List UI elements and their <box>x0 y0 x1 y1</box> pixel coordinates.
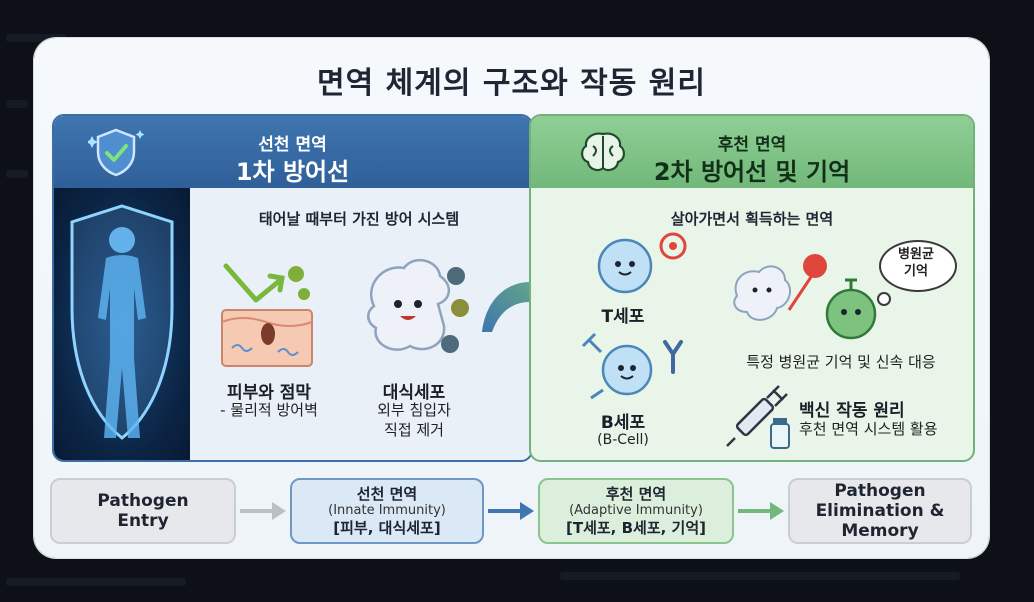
adaptive-subtitle: 살아가면서 획득하는 면역 <box>670 210 834 228</box>
shield-check-icon <box>88 128 144 177</box>
innate-head-line1: 선천 면역 <box>258 135 327 155</box>
flow-step2-items: [피부, 대식세포] <box>333 519 441 537</box>
innate-immunity-panel: 선천 면역 1차 방어선 태어날 때부터 가진 방어 시스템 피부와 점막 - … <box>52 114 533 462</box>
flow-arrow-2 <box>488 502 534 520</box>
adaptive-head-line1: 후천 면역 <box>717 135 787 155</box>
flow-step3-items: [T세포, B세포, 기억] <box>565 519 707 537</box>
flow-arrow-3 <box>738 502 784 520</box>
memory-cells-illustration <box>733 254 877 340</box>
skin-desc: - 물리적 방어벽 <box>220 401 318 419</box>
flow-step3-en: (Adaptive Immunity) <box>569 503 703 518</box>
flow-step-adaptive: 후천 면역 (Adaptive Immunity) [T세포, B세포, 기억] <box>538 478 734 544</box>
skin-layer-icon <box>221 263 313 367</box>
bubble-line2: 기억 <box>904 264 928 279</box>
virus-icon <box>447 267 465 285</box>
adaptive-header: 후천 면역 2차 방어선 및 기억 <box>531 116 973 188</box>
flow-step2-title: 선천 면역 <box>356 485 418 503</box>
memory-thought-bubble <box>879 240 957 292</box>
syringe-icon <box>726 385 790 449</box>
b-cell-icon <box>581 332 683 400</box>
innate-header: 선천 면역 1차 방어선 <box>54 116 531 188</box>
flow-step1-label: Pathogen Entry <box>97 491 189 531</box>
flow-step3-title: 후천 면역 <box>605 485 667 503</box>
bubble-line1: 병원균 <box>898 247 934 262</box>
innate-subtitle: 태어날 때부터 가진 방어 시스템 <box>258 210 460 228</box>
vaccine-desc: 후천 면역 시스템 활용 <box>799 420 938 438</box>
adaptive-head-line2: 2차 방어선 및 기억 <box>653 158 851 186</box>
human-shield-illustration <box>54 188 190 460</box>
macrophage-desc1: 외부 침입자 <box>377 401 451 419</box>
macrophage-desc2: 직접 제거 <box>384 421 444 439</box>
brain-icon <box>581 132 625 172</box>
flow-step4-label: Pathogen Elimination & Memory <box>815 481 945 541</box>
b-cell-sub: (B-Cell) <box>597 432 649 448</box>
flow-step-elimination: Pathogen Elimination & Memory <box>788 478 972 544</box>
vaccine-title: 백신 작동 원리 <box>799 401 905 421</box>
innate-head-line2: 1차 방어선 <box>235 158 350 186</box>
diagram-title: 면역 체계의 구조와 작동 원리 <box>317 66 706 101</box>
adaptive-immunity-panel: 후천 면역 2차 방어선 및 기억 살아가면서 획득하는 면역 T세포 B세포 <box>529 114 975 462</box>
flow-arrow-1 <box>240 502 286 520</box>
flow-step-pathogen-entry: Pathogen Entry <box>50 478 236 544</box>
flow-step-innate: 선천 면역 (Innate Immunity) [피부, 대식세포] <box>290 478 484 544</box>
t-cell-icon <box>597 232 687 294</box>
bubble-tail <box>877 292 891 306</box>
target-icon <box>659 232 687 260</box>
antibody-icon <box>663 340 683 374</box>
flow-step2-en: (Innate Immunity) <box>328 503 446 518</box>
b-cell-label: B세포 <box>600 413 646 433</box>
immune-system-diagram: 면역 체계의 구조와 작동 원리 선천 면역 1차 방어선 태어날 때부터 가진… <box>34 38 989 558</box>
macrophage-icon <box>367 258 469 353</box>
memory-desc: 특정 병원균 기억 및 신속 대응 <box>746 353 936 371</box>
skin-title: 피부와 점막 <box>226 383 312 403</box>
t-cell-label: T세포 <box>601 307 645 327</box>
macrophage-title: 대식세포 <box>382 383 446 403</box>
